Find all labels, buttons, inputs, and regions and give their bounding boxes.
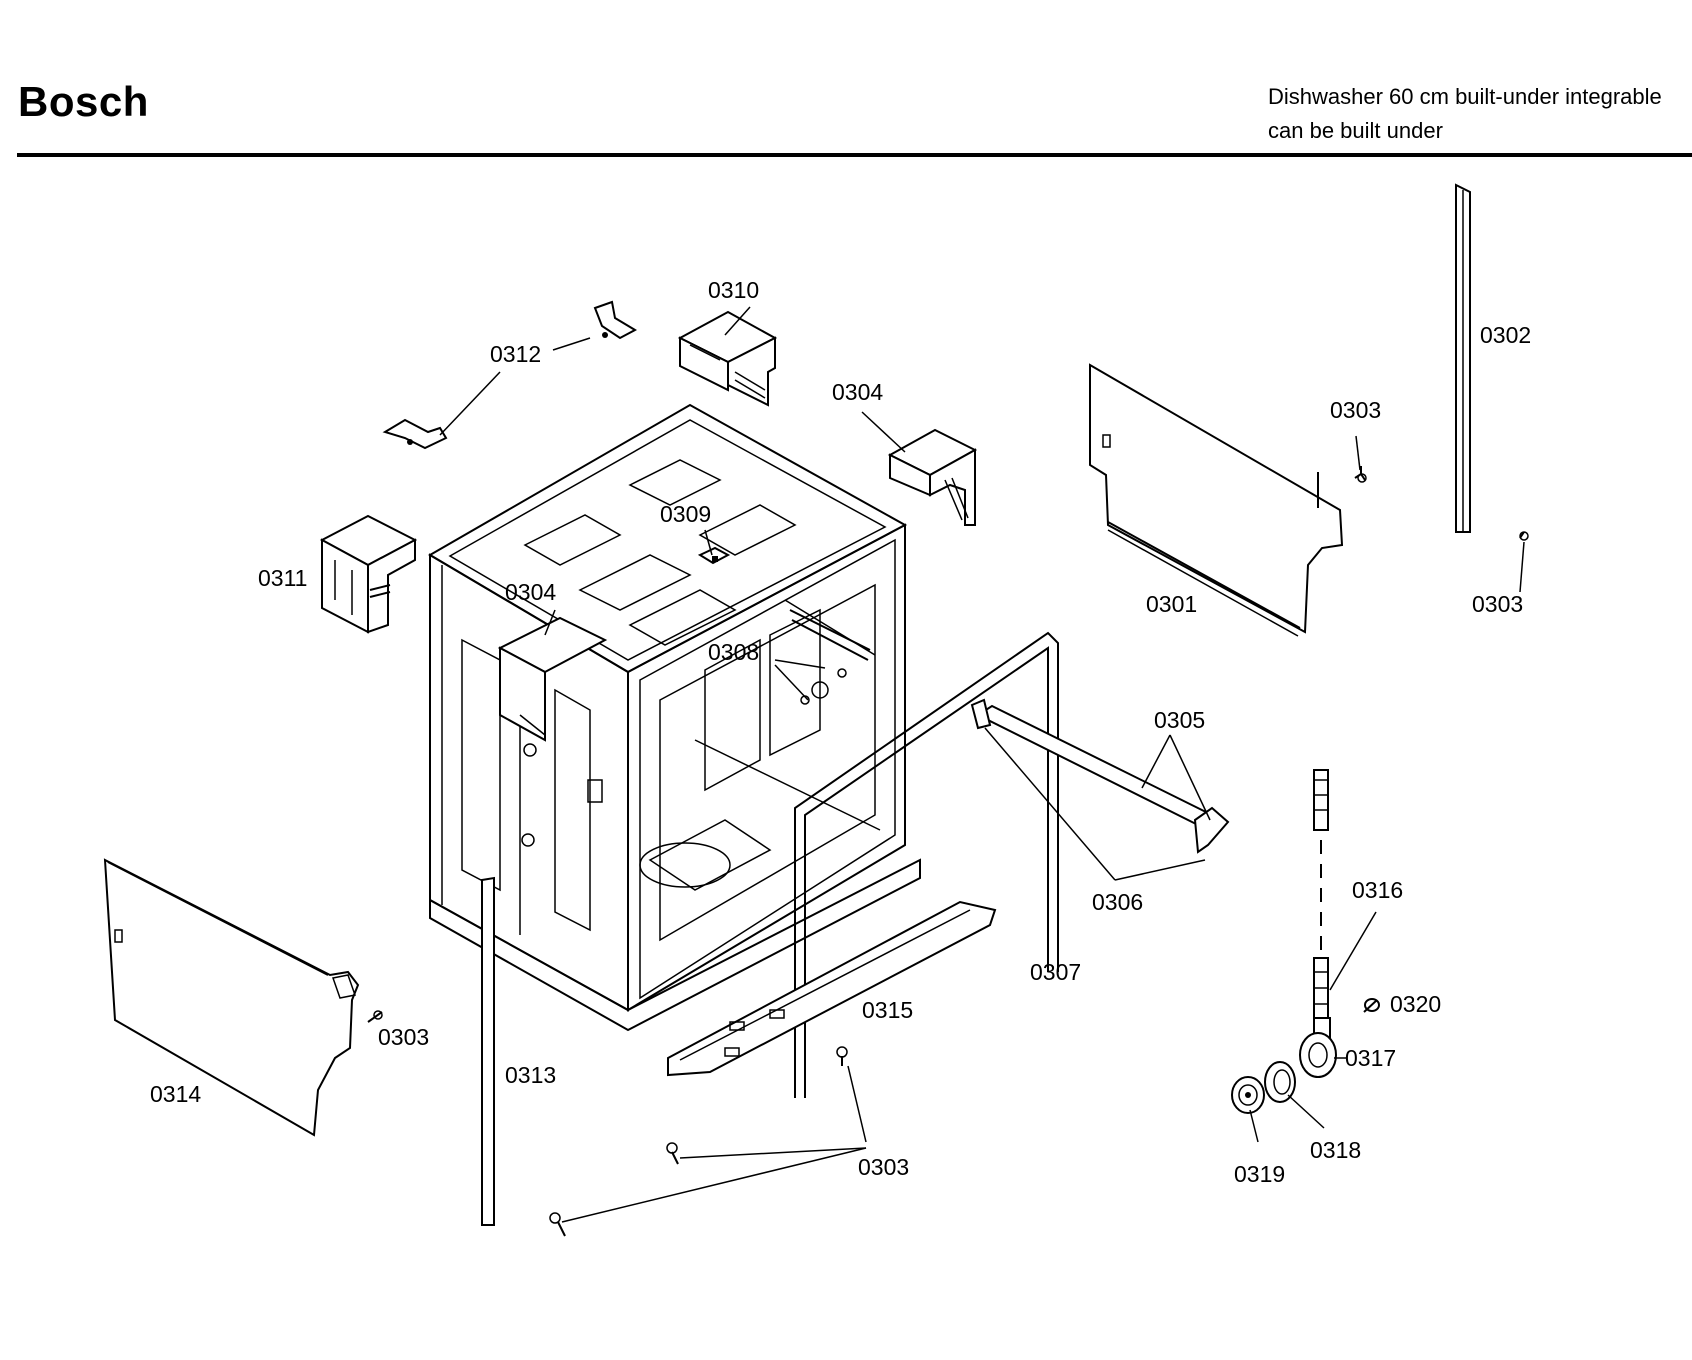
- label-0318: 0318: [1310, 1137, 1361, 1163]
- label-0309: 0309: [660, 501, 711, 527]
- part-0313-strip: [481, 876, 495, 1226]
- label-0320: 0320: [1390, 991, 1441, 1017]
- label-0311: 0311: [258, 565, 307, 591]
- label-0301: 0301: [1146, 591, 1197, 617]
- brand-title: Bosch: [18, 78, 149, 125]
- part-0301-side-panel: [1089, 363, 1344, 637]
- part-0319-cap: [1231, 1076, 1265, 1114]
- part-0302-strip: [1455, 183, 1471, 533]
- label-0315: 0315: [862, 997, 913, 1023]
- part-0318-ring: [1264, 1061, 1296, 1103]
- part-0310-module: [677, 310, 778, 407]
- label-0303-a: 0303: [1330, 397, 1381, 423]
- part-0304-left-bracket: [497, 616, 608, 742]
- label-0308: 0308: [708, 639, 759, 665]
- subtitle-line-2: can be built under: [1268, 118, 1443, 143]
- part-0309-clip: [697, 546, 731, 565]
- label-0305: 0305: [1154, 707, 1205, 733]
- label-0313: 0313: [505, 1062, 556, 1088]
- label-0306: 0306: [1092, 889, 1143, 915]
- label-0304-left: 0304: [505, 579, 556, 605]
- label-0319: 0319: [1234, 1161, 1285, 1187]
- diagram-subtitle: Dishwasher 60 cm built-under integrable …: [1268, 80, 1662, 148]
- part-0316-hose: [1313, 769, 1329, 1021]
- label-0317: 0317: [1345, 1045, 1396, 1071]
- part-0307-seal: [794, 631, 1059, 1098]
- part-0315-base: [667, 900, 997, 1077]
- header-rule: [17, 153, 1692, 157]
- label-0304-right: 0304: [832, 379, 883, 405]
- part-0303-screws: [367, 466, 1529, 1237]
- label-0312: 0312: [490, 341, 541, 367]
- part-0317-fitting: [1299, 1017, 1337, 1078]
- label-0303-d: 0303: [858, 1154, 909, 1180]
- label-0303-b: 0303: [1472, 591, 1523, 617]
- label-0316: 0316: [1352, 877, 1403, 903]
- part-labels: 0310 0312 0304 0309 0311 0304 0308 0302 …: [150, 277, 1531, 1187]
- part-0305-rail: [970, 698, 1230, 854]
- label-0303-c: 0303: [378, 1024, 429, 1050]
- part-0312-brackets: [382, 300, 638, 450]
- label-0307: 0307: [1030, 959, 1081, 985]
- label-0302: 0302: [1480, 322, 1531, 348]
- part-0304-right-bracket: [887, 428, 978, 526]
- label-0310: 0310: [708, 277, 759, 303]
- leader-lines: [439, 306, 1525, 1223]
- label-0314: 0314: [150, 1081, 201, 1107]
- part-0320-screw: [1363, 998, 1380, 1013]
- part-0311-module: [319, 514, 418, 634]
- subtitle-line-1: Dishwasher 60 cm built-under integrable: [1268, 84, 1662, 109]
- part-0314-side-panel: [103, 858, 360, 1137]
